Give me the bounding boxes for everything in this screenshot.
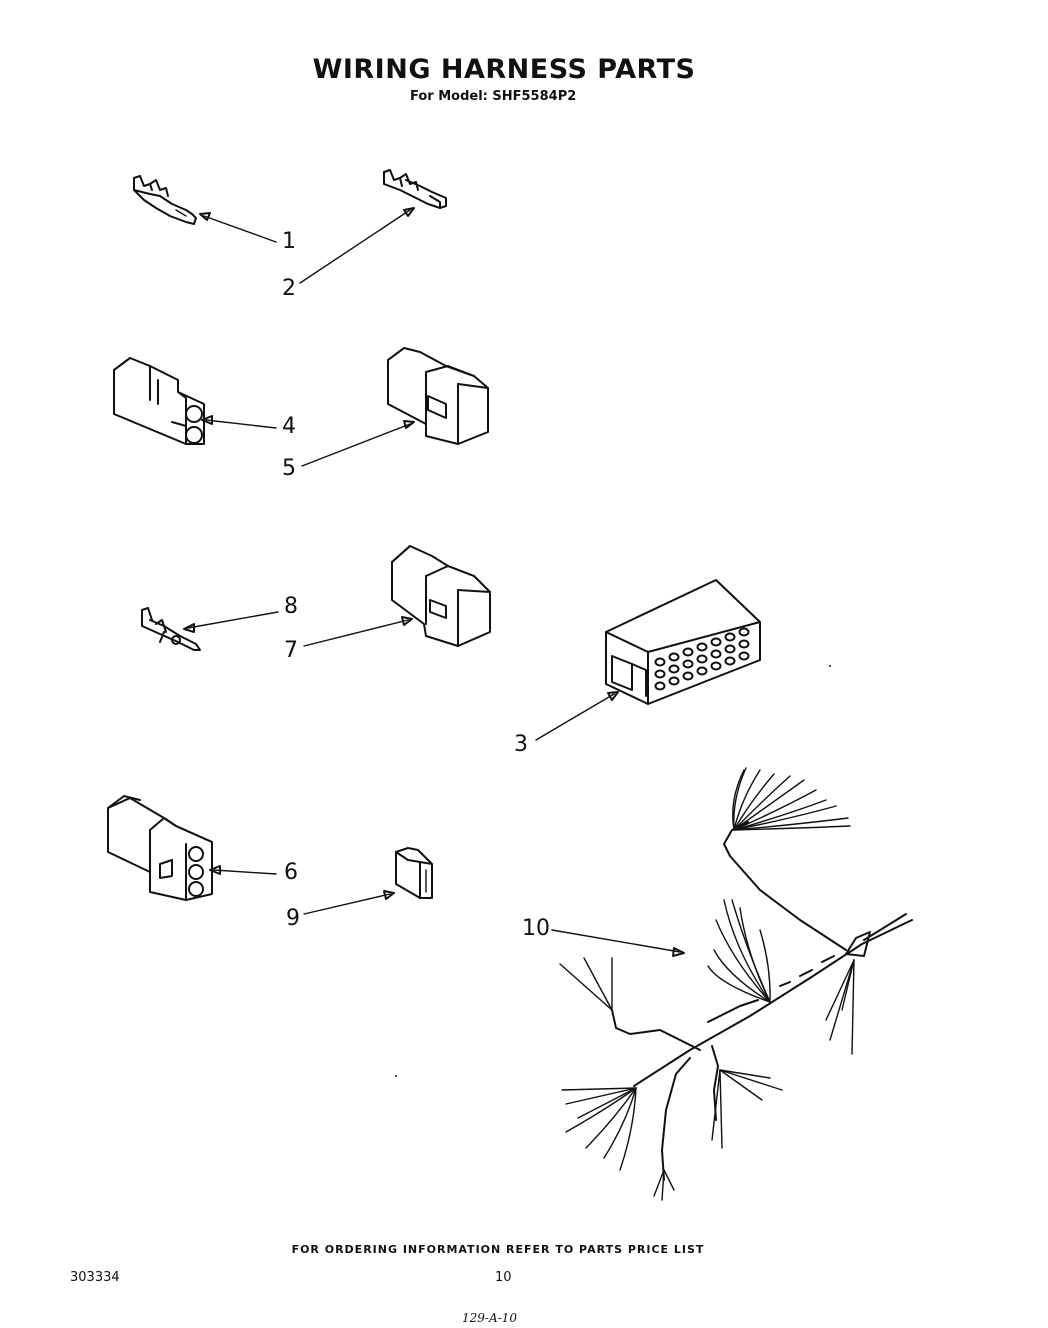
pin-hole	[668, 652, 680, 662]
pin-hole	[710, 649, 722, 659]
harness-wire	[561, 1087, 637, 1091]
harness-wire	[733, 789, 817, 831]
harness-wire	[577, 1087, 637, 1119]
harness-wire	[715, 919, 771, 1003]
harness-wire	[707, 965, 771, 1003]
harness-wire	[719, 1069, 763, 1101]
pin-hole	[668, 676, 680, 686]
harness-wire	[585, 1087, 637, 1149]
pin-hole	[682, 671, 694, 681]
pin-hole	[696, 654, 708, 664]
pin-hole	[654, 657, 666, 667]
pin-hole	[682, 647, 694, 657]
callout-6: 6	[284, 860, 298, 885]
pin-hole	[682, 659, 694, 669]
harness-wire	[719, 1069, 783, 1091]
housing-part-5	[387, 347, 489, 445]
pin-hole	[696, 666, 708, 676]
harness-wire	[733, 799, 827, 831]
harness-wire	[583, 957, 613, 1011]
harness-wire	[733, 779, 805, 831]
harness-wire	[851, 959, 855, 1055]
page-number: 10	[495, 1270, 512, 1285]
pin-hole	[654, 681, 666, 691]
stray-marks	[395, 665, 831, 1077]
harness-wire	[733, 805, 837, 831]
pin-hole	[696, 642, 708, 652]
harness-wire	[829, 959, 855, 1041]
harness-wire	[759, 929, 771, 1003]
housing-part-6	[107, 795, 213, 901]
leader-lines	[183, 207, 685, 957]
callout-4: 4	[282, 414, 296, 439]
pin-grid	[654, 627, 750, 691]
harness-wire	[719, 1069, 771, 1079]
pin-hole	[710, 637, 722, 647]
handwritten-code: 129-A-10	[462, 1311, 517, 1325]
harness-wire	[825, 959, 855, 1021]
connector-block-part-3	[605, 579, 761, 705]
harness-wire	[559, 963, 613, 1011]
wiring-harness-part-10	[559, 767, 913, 1201]
harness-wire	[723, 899, 771, 1003]
callout-8: 8	[284, 594, 298, 619]
housing-part-4	[113, 357, 205, 445]
pin-hole	[668, 664, 680, 674]
pin-hole	[724, 632, 736, 642]
housing-part-7	[391, 545, 491, 647]
pin-hole	[654, 669, 666, 679]
callout-5: 5	[282, 456, 296, 481]
harness-wires	[559, 767, 855, 1201]
harness-wire	[731, 899, 771, 1003]
harness-wire	[733, 773, 775, 831]
pin-hole	[738, 627, 750, 637]
harness-wire	[619, 1087, 637, 1171]
callout-7: 7	[284, 638, 298, 663]
pin-hole	[724, 656, 736, 666]
harness-wire	[711, 1069, 721, 1141]
clip-part-9	[395, 847, 433, 899]
harness-wire	[719, 1069, 723, 1149]
ordering-note: FOR ORDERING INFORMATION REFER TO PARTS …	[291, 1243, 705, 1256]
pin-hole	[738, 651, 750, 661]
callout-2: 2	[282, 276, 296, 301]
harness-wire	[733, 775, 791, 831]
pin-hole	[724, 644, 736, 654]
harness-wire	[733, 825, 851, 831]
harness-wire	[733, 769, 761, 831]
harness-wire	[661, 1169, 665, 1201]
harness-wire	[733, 817, 849, 831]
harness-wire	[663, 1169, 675, 1191]
harness-wire	[565, 1087, 637, 1133]
page-title: WIRING HARNESS PARTS	[312, 54, 696, 85]
callout-10: 10	[522, 916, 550, 941]
model-subtitle: For Model: SHF5584P2	[410, 89, 577, 104]
callout-3: 3	[514, 732, 528, 757]
harness-wire	[732, 769, 745, 831]
document-number: 303334	[70, 1270, 120, 1285]
terminal-part-2	[383, 169, 447, 209]
harness-wire	[713, 949, 771, 1003]
terminal-part-1	[133, 175, 197, 225]
callout-9: 9	[286, 906, 300, 931]
pin-hole	[710, 661, 722, 671]
callout-1: 1	[282, 229, 296, 254]
harness-wire	[603, 1087, 637, 1159]
terminal-part-8	[141, 607, 201, 651]
pin-hole	[738, 639, 750, 649]
harness-wire	[565, 1087, 637, 1105]
